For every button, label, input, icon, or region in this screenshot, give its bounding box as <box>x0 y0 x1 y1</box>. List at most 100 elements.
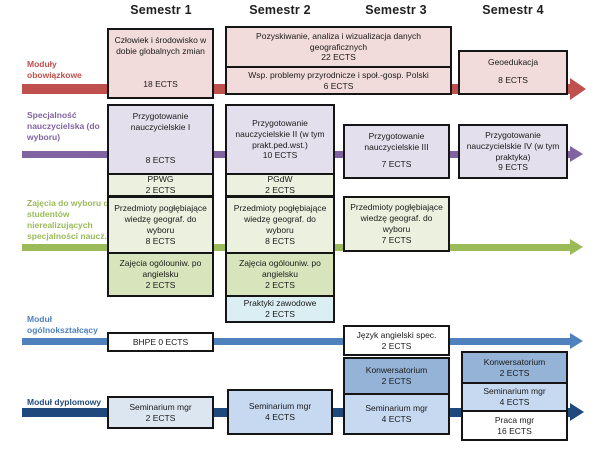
arrow-right-icon <box>570 333 583 349</box>
course-segment: Przedmioty pogłębiające wiedzę geograf. … <box>345 198 448 250</box>
course-box: Pozyskiwanie, analiza i wizualizacja dan… <box>225 26 452 95</box>
semester-header-2: Semestr 2 <box>249 3 311 17</box>
course-ects: 6 ECTS <box>323 80 354 91</box>
course-ects: 8 ECTS <box>145 235 176 246</box>
course-segment: BHPE 0 ECTS <box>109 334 212 350</box>
course-ects: 2 ECTS <box>499 367 530 378</box>
arrow-right-icon <box>570 239 583 255</box>
arrow-right-icon <box>570 78 586 100</box>
track-label-diploma: Moduł dyplomowy <box>27 397 102 407</box>
course-ects: 2 ECTS <box>381 376 412 386</box>
course-segment: Konwersatorium 2 ECTS <box>463 353 566 382</box>
course-ects: 4 ECTS <box>499 397 530 407</box>
course-segment: Przedmioty pogłębiające wiedzę geograf. … <box>109 198 212 252</box>
course-ects: 2 ECTS <box>265 309 295 319</box>
course-title: Człowiek i środowisko w dobie globalnych… <box>114 35 207 56</box>
course-title: Konwersatorium <box>365 365 428 376</box>
course-box: Przygotowanie nauczycielskie II (w tym p… <box>225 104 335 197</box>
course-box: Przedmioty pogłębiające wiedzę geograf. … <box>225 196 335 323</box>
course-title: Geoedukacja <box>487 57 539 67</box>
course-ects: 10 ECTS <box>262 150 298 161</box>
course-box: Seminarium mgr 4 ECTS <box>227 389 333 435</box>
track-arrow-general <box>22 338 572 345</box>
course-segment: Geoedukacja 8 ECTS <box>460 52 566 93</box>
course-segment: Wsp. problemy przyrodnicze i społ.-gosp.… <box>227 66 450 93</box>
course-box: Konwersatorium 2 ECTS Seminarium mgr 4 E… <box>461 351 568 441</box>
course-ects: 2 ECTS <box>145 279 176 290</box>
course-title: Zajęcia ogólouniw. po angielsku <box>239 258 321 280</box>
course-box: Przygotowanie nauczycielskie I 8 ECTS PP… <box>107 104 214 197</box>
course-box: Przygotowanie nauczycielskie IV (w tym p… <box>458 124 568 179</box>
course-segment: Przygotowanie nauczycielskie IV (w tym p… <box>460 126 566 177</box>
course-segment: Seminarium mgr 4 ECTS <box>345 393 448 433</box>
course-ects: 4 ECTS <box>381 414 412 424</box>
course-segment: Zajęcia ogólouniw. po angielsku 2 ECTS <box>227 252 333 295</box>
course-title: Pozyskiwanie, analiza i wizualizacja dan… <box>256 30 421 52</box>
track-label-electives: Zajęcia do wyboru dla studentów niereali… <box>27 198 116 242</box>
course-title: Przygotowanie nauczycielskie I <box>130 111 191 132</box>
course-ects: 7 ECTS <box>381 159 412 170</box>
course-box: Człowiek i środowisko w dobie globalnych… <box>107 28 214 99</box>
course-ects: 8 ECTS <box>145 155 176 166</box>
course-ects: 18 ECTS <box>143 79 178 90</box>
course-box: Konwersatorium 2 ECTS Seminarium mgr 4 E… <box>343 357 450 435</box>
course-title: Przygotowanie nauczycielskie IV (w tym p… <box>466 129 560 162</box>
course-title: Seminarium mgr <box>365 403 428 414</box>
course-segment: Zajęcia ogólouniw. po angielsku 2 ECTS <box>109 252 212 295</box>
course-title: PPWG <box>147 174 174 185</box>
course-ects: 9 ECTS <box>498 162 528 173</box>
track-label-general: Moduł ogólnokształcący <box>27 314 98 336</box>
course-segment: Człowiek i środowisko w dobie globalnych… <box>109 30 212 97</box>
course-ects: 2 ECTS <box>145 412 176 423</box>
course-ects: 2 ECTS <box>381 340 412 351</box>
course-segment: Pozyskiwanie, analiza i wizualizacja dan… <box>227 28 450 66</box>
course-box: Język angielski spec. 2 ECTS <box>343 325 450 356</box>
semester-header-3: Semestr 3 <box>365 3 427 17</box>
course-title: Seminarium mgr <box>483 386 546 397</box>
course-title: Praca mgr <box>494 414 535 425</box>
course-title: Seminarium mgr <box>248 401 312 412</box>
course-box: BHPE 0 ECTS <box>107 332 214 352</box>
course-title: BHPE 0 ECTS <box>132 336 189 347</box>
course-ects: 7 ECTS <box>381 234 412 245</box>
course-box: Przedmioty pogłębiające wiedzę geograf. … <box>343 196 450 252</box>
course-box: Przedmioty pogłębiające wiedzę geograf. … <box>107 196 214 297</box>
course-title: Przygotowanie nauczycielskie II (w tym p… <box>235 117 325 150</box>
course-ects: 8 ECTS <box>265 235 295 246</box>
course-title: Zajęcia ogólouniw. po angielsku <box>119 258 202 280</box>
course-title: Konwersatorium <box>483 356 546 367</box>
course-segment: Język angielski spec. 2 ECTS <box>345 327 448 354</box>
arrow-right-icon <box>570 146 583 162</box>
course-segment: Praktyki zawodowe 2 ECTS <box>227 295 333 321</box>
course-title: Przygotowanie nauczycielskie III <box>364 131 429 152</box>
course-segment: Przygotowanie nauczycielskie I 8 ECTS <box>109 106 212 173</box>
course-ects: 16 ECTS <box>497 425 532 436</box>
course-segment: PGdW 2 ECTS <box>227 173 333 195</box>
course-ects: 4 ECTS <box>265 412 295 422</box>
course-segment: Przygotowanie nauczycielskie III 7 ECTS <box>345 126 448 177</box>
course-ects: 22 ECTS <box>321 52 356 63</box>
course-box: Geoedukacja 8 ECTS <box>458 50 568 95</box>
track-label-mandatory: Moduły obowiązkowe <box>27 59 82 81</box>
course-segment: Przedmioty pogłębiające wiedzę geograf. … <box>227 198 333 252</box>
course-segment: Seminarium mgr 4 ECTS <box>463 382 566 410</box>
semester-header-1: Semestr 1 <box>130 3 192 17</box>
course-segment: Przygotowanie nauczycielskie II (w tym p… <box>227 106 333 173</box>
course-segment: Seminarium mgr 2 ECTS <box>109 398 212 427</box>
course-segment: Seminarium mgr 4 ECTS <box>229 391 331 433</box>
course-ects: 2 ECTS <box>145 185 176 195</box>
course-title: Język angielski spec. <box>356 329 437 340</box>
course-title: Wsp. problemy przyrodnicze i społ.-gosp.… <box>248 69 429 80</box>
track-label-teaching: Specjalność nauczycielska (do wyboru) <box>27 110 100 143</box>
course-title: Przedmioty pogłębiające wiedzę geograf. … <box>350 202 443 234</box>
course-ects: 2 ECTS <box>265 185 295 195</box>
course-box: Przygotowanie nauczycielskie III 7 ECTS <box>343 124 450 179</box>
semester-header-4: Semestr 4 <box>482 3 544 17</box>
course-ects: 8 ECTS <box>498 75 528 86</box>
arrow-right-icon <box>570 403 584 421</box>
course-title: Seminarium mgr <box>129 401 192 412</box>
course-title: PGdW <box>267 174 293 185</box>
course-segment: Praca mgr 16 ECTS <box>463 410 566 439</box>
course-title: Praktyki zawodowe <box>243 298 317 309</box>
